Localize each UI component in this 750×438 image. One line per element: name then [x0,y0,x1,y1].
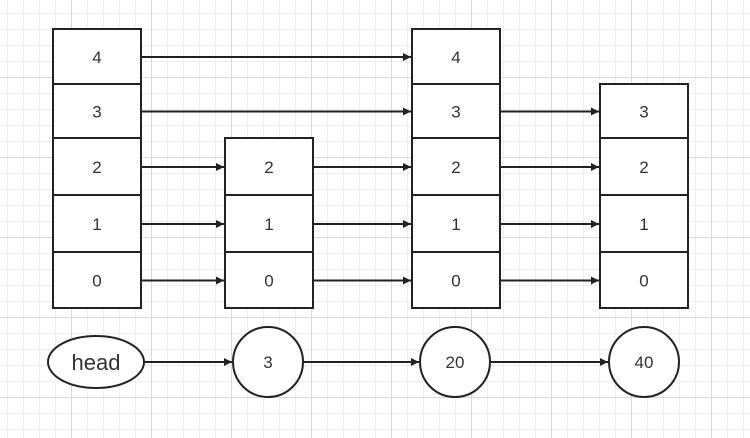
list-node-circle [419,326,491,398]
level-cell-head-4: 4 [52,28,142,85]
list-node-40: 40 [608,326,680,398]
level-cell-40-3: 3 [599,83,689,139]
level-cell-3-0: 0 [224,251,314,309]
level-column-head: 0 1 2 3 4 [52,28,142,309]
level-cell-head-1: 1 [52,194,142,253]
level-label: 1 [264,215,273,234]
level-cell-3-2: 2 [224,137,314,196]
level-cell-head-3: 3 [52,83,142,139]
level-label: 4 [92,48,101,67]
list-node-value: 20 [446,353,465,372]
list-node-3: 3 [232,326,304,398]
level-column-3: 0 1 2 [224,137,314,309]
arrows-layer [141,53,608,366]
level-label: 0 [451,272,460,291]
list-node-value: 40 [635,353,654,372]
level-cell-40-0: 0 [599,251,689,309]
level-label: 3 [92,103,101,122]
level-label: 1 [92,215,101,234]
level-cell-40-2: 2 [599,137,689,196]
level-label: 2 [92,158,101,177]
level-label: 3 [639,103,648,122]
level-cell-20-3: 3 [411,83,501,139]
list-node-circle [608,326,680,398]
list-node-value: 3 [263,353,272,372]
level-label: 0 [264,272,273,291]
level-cell-20-1: 1 [411,194,501,253]
level-cell-40-1: 1 [599,194,689,253]
list-nodes-layer: head 3 20 40 [47,326,680,398]
level-label: 0 [92,272,101,291]
level-label: 4 [451,48,460,67]
level-cell-head-2: 2 [52,137,142,196]
level-label: 2 [264,158,273,177]
level-label: 2 [451,158,460,177]
level-label: 2 [639,158,648,177]
level-cell-head-0: 0 [52,251,142,309]
list-node-circle [232,326,304,398]
level-label: 1 [639,215,648,234]
level-cell-20-0: 0 [411,251,501,309]
level-label: 1 [451,215,460,234]
head-node-shape [47,335,145,389]
head-label: head [72,350,121,375]
level-label: 0 [639,272,648,291]
level-column-40: 0 1 2 3 [599,83,689,309]
head-node: head [47,335,145,389]
level-cell-20-2: 2 [411,137,501,196]
list-node-20: 20 [419,326,491,398]
level-cell-20-4: 4 [411,28,501,85]
level-column-20: 0 1 2 3 4 [411,28,501,309]
level-cells-layer: 0 1 2 3 4 0 1 2 0 1 2 3 4 0 1 2 3 [52,28,689,309]
level-label: 3 [451,103,460,122]
level-cell-3-1: 1 [224,194,314,253]
